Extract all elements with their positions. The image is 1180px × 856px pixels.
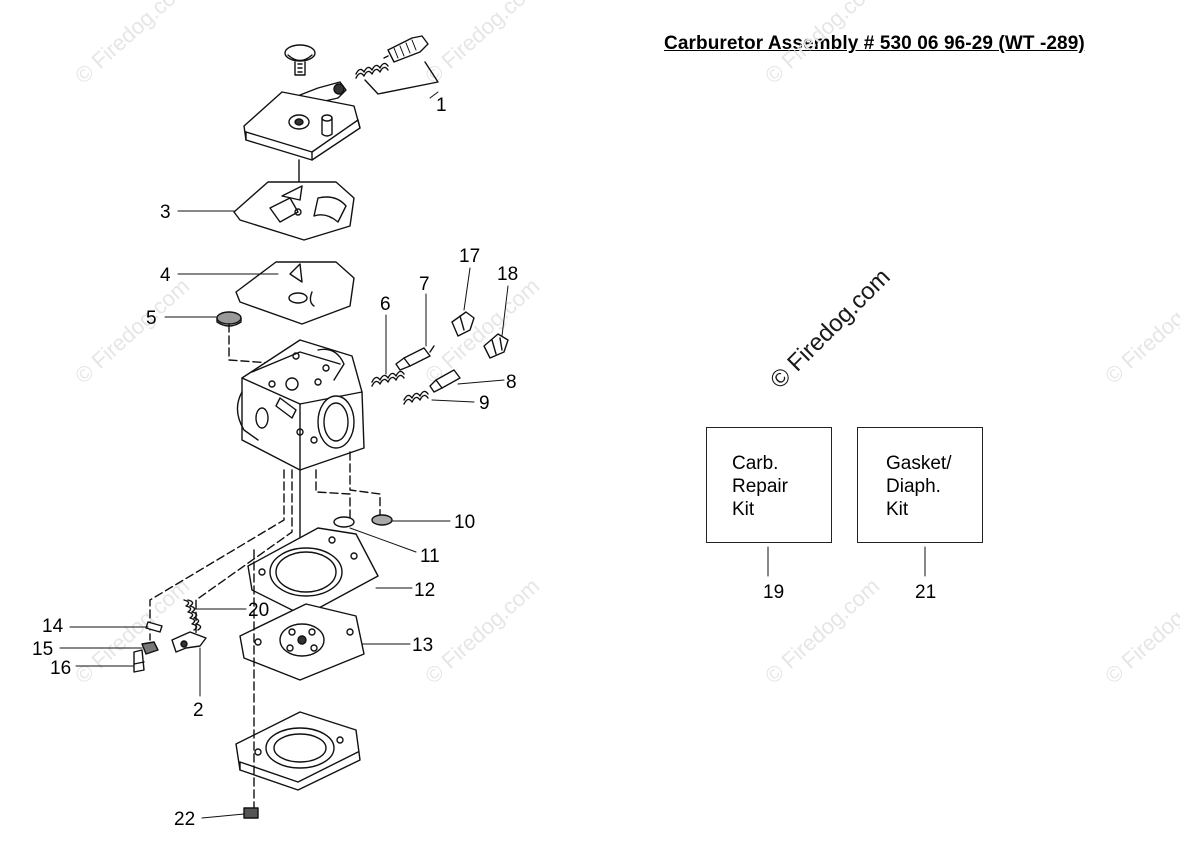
callout-16: 16 (50, 658, 71, 679)
callout-5: 5 (146, 308, 157, 329)
gasket-diaph-kit-box (857, 427, 983, 543)
part-11-seal (333, 516, 355, 528)
callout-2: 2 (193, 700, 204, 721)
callout-numbers: 1 2 3 4 5 6 7 8 9 10 11 12 13 14 15 16 1… (32, 95, 936, 830)
carburetor-cover-plate (243, 91, 361, 211)
callout-4: 4 (160, 265, 171, 286)
metering-cover (235, 711, 361, 791)
part-17-limiter-cap (451, 311, 475, 337)
part-4-pump-diaphragm (235, 261, 355, 325)
part-13-metering-diaphragm (239, 603, 365, 681)
carburetor-body (236, 339, 365, 471)
part-15-nut (141, 641, 159, 655)
callout-12: 12 (414, 580, 435, 601)
callout-10: 10 (454, 512, 475, 533)
part-16-needle (133, 649, 145, 673)
callout-13: 13 (412, 635, 433, 656)
callout-15: 15 (32, 639, 53, 660)
part-22-screw (243, 807, 259, 819)
callout-9: 9 (479, 393, 490, 414)
part-7-needle (395, 345, 435, 371)
part-10-screen (371, 514, 393, 526)
leader-lines (59, 91, 926, 819)
callout-3: 3 (160, 202, 171, 223)
callout-7: 7 (419, 274, 430, 295)
callout-20: 20 (248, 600, 269, 621)
carb-repair-kit-label: Carb. Repair Kit (732, 453, 788, 520)
part-9-spring (403, 390, 429, 405)
part-18-limiter-cap (483, 333, 509, 359)
part-3-pump-gasket (233, 181, 355, 241)
callout-1: 1 (436, 95, 447, 116)
gasket-diaph-kit-label: Gasket/ Diaph. Kit (886, 453, 952, 520)
callout-18: 18 (497, 264, 518, 285)
part-1-screw-group (284, 35, 439, 105)
part-12-metering-gasket (247, 527, 379, 617)
callout-14: 14 (42, 616, 64, 637)
callout-8: 8 (506, 372, 517, 393)
part-14-shaft (145, 621, 163, 633)
callout-11: 11 (420, 546, 440, 567)
part-8-needle (429, 369, 461, 393)
callout-19: 19 (763, 582, 784, 603)
callout-6: 6 (380, 294, 391, 315)
callout-22: 22 (174, 809, 195, 830)
part-6-spring (371, 370, 405, 387)
callout-21: 21 (915, 582, 936, 603)
part-20-spring (183, 599, 202, 631)
carb-repair-kit-box (706, 427, 832, 543)
diagram-title: Carburetor Assembly # 530 06 96-29 (WT -… (664, 33, 1085, 54)
part-2-lever (171, 631, 207, 653)
callout-17: 17 (459, 246, 480, 267)
